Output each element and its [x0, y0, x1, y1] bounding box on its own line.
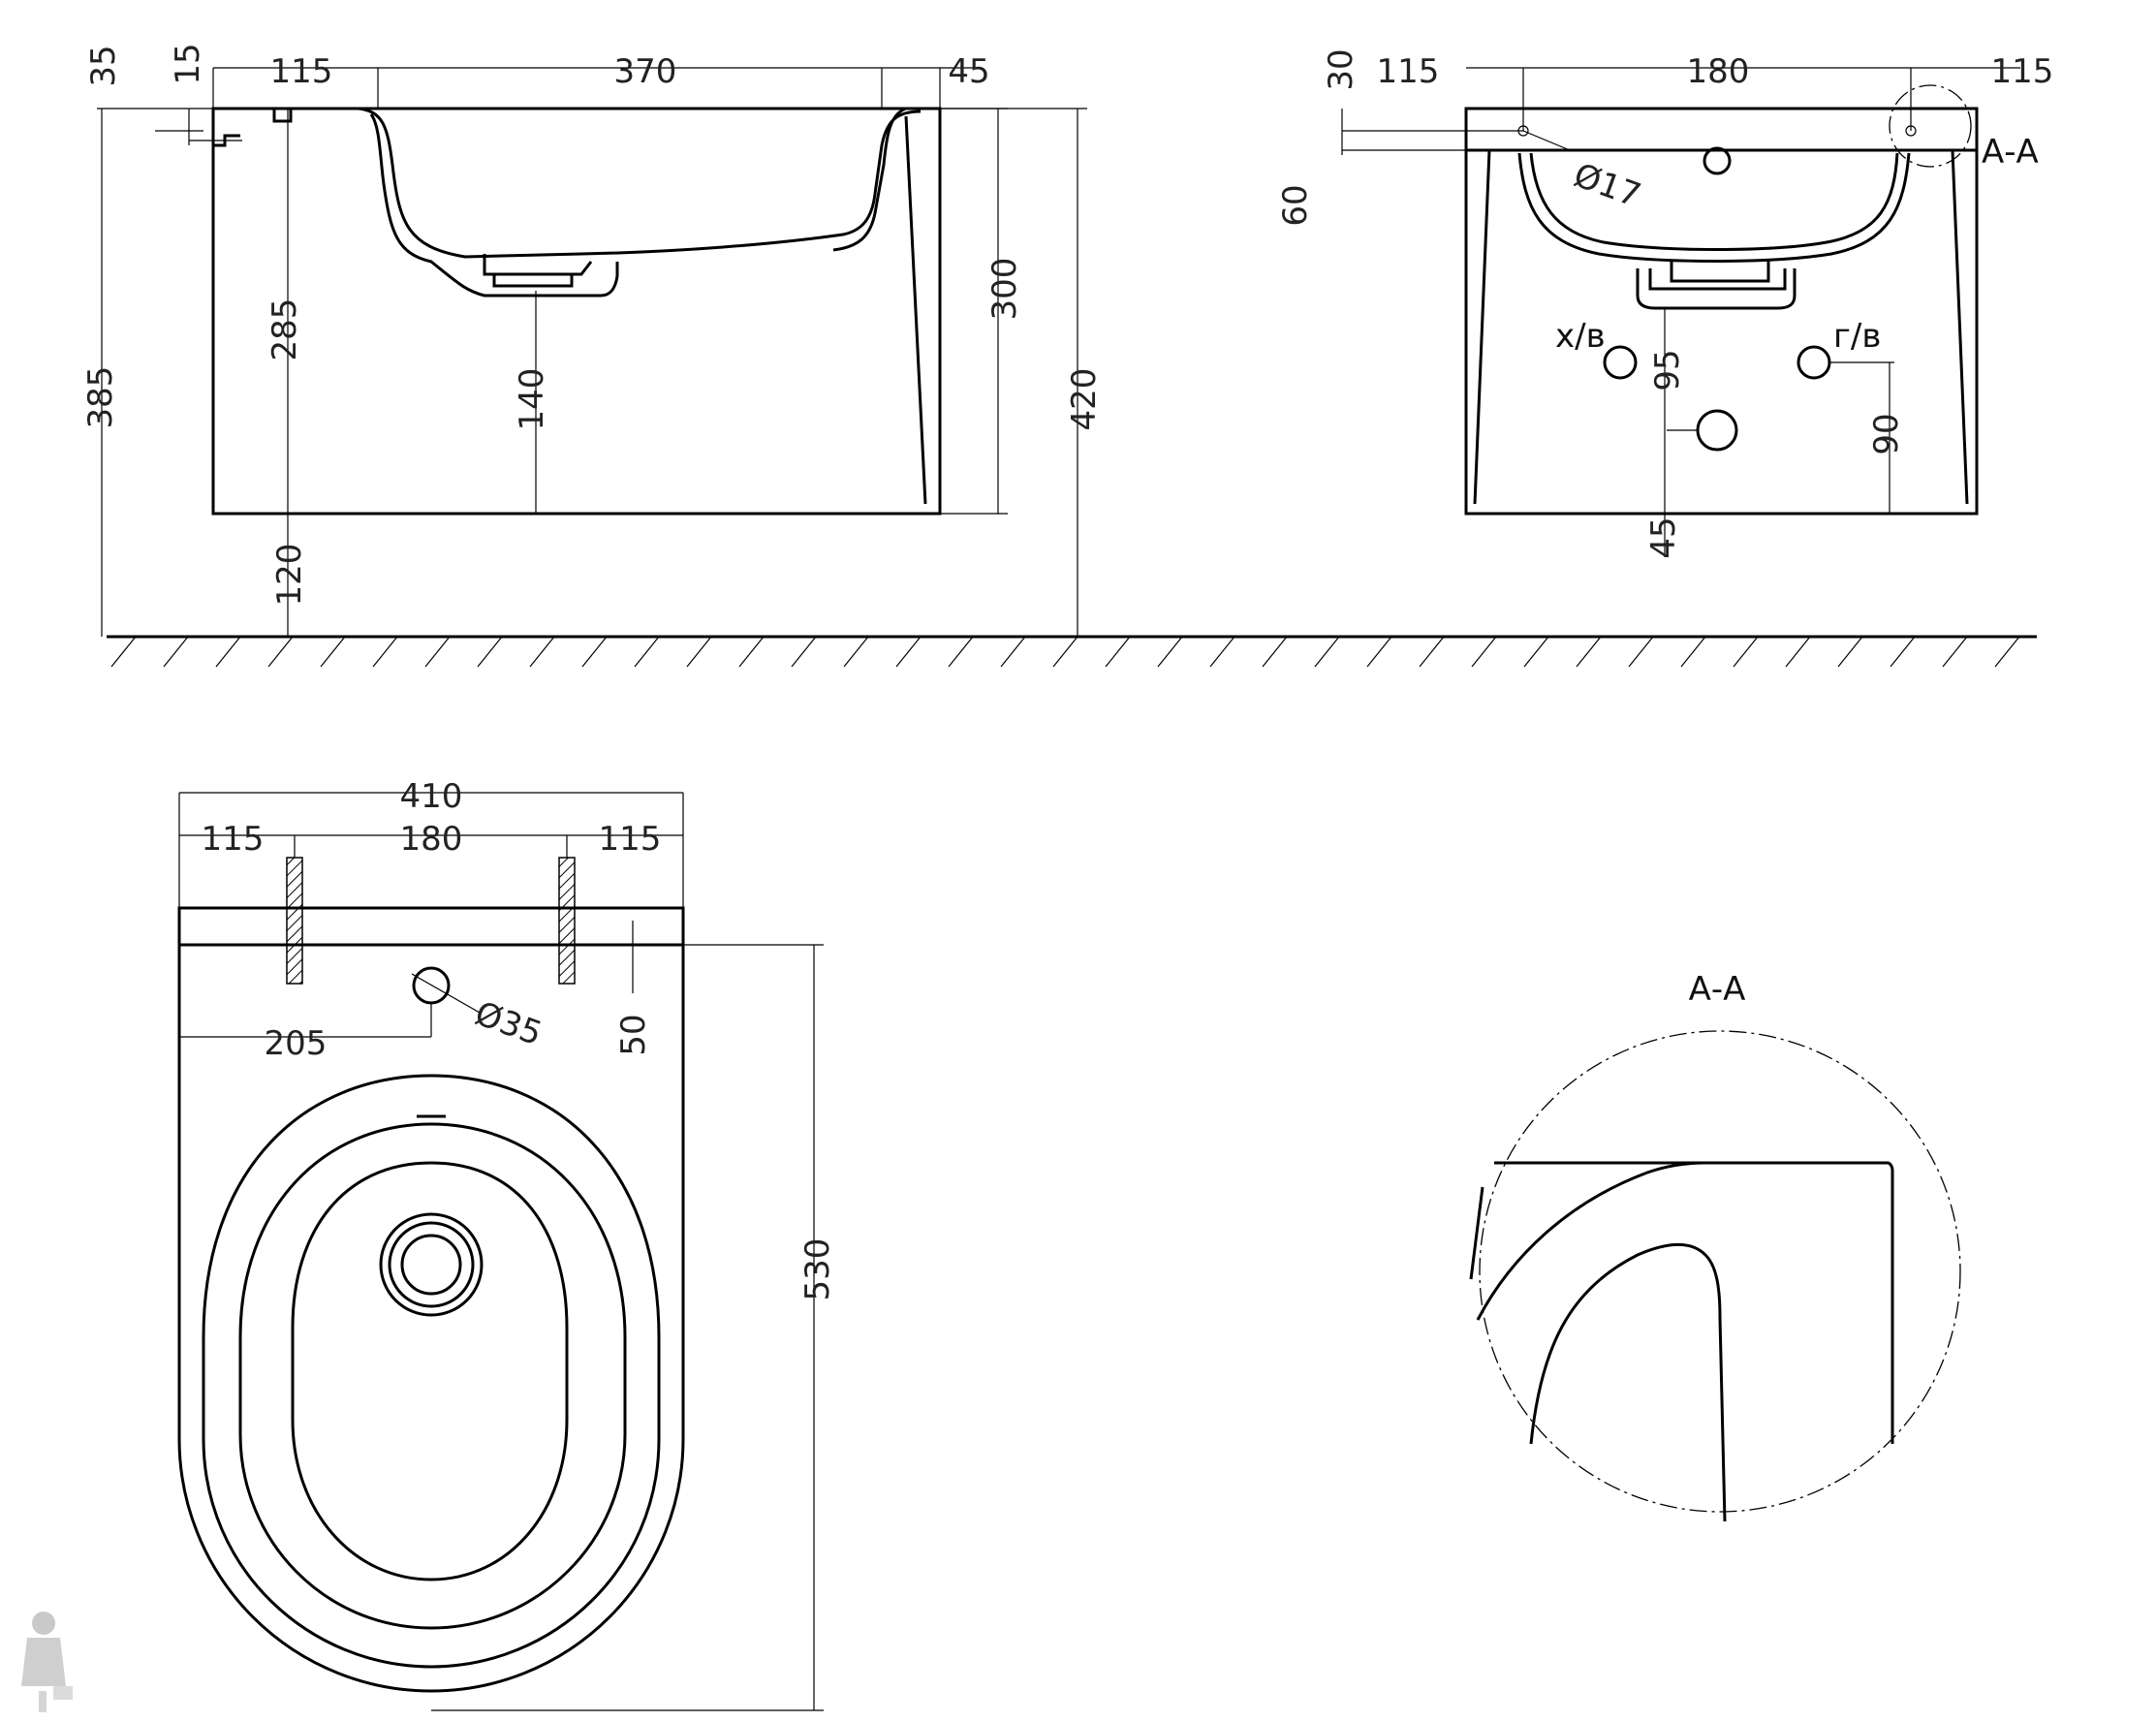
hot-water-label: г/в: [1833, 317, 1881, 356]
dim-300: 300: [985, 258, 1024, 321]
dim-45: 45: [1644, 517, 1683, 558]
mounting-stud-right: [558, 857, 576, 985]
dim-95: 95: [1648, 349, 1687, 391]
dim-205: 205: [265, 1024, 328, 1063]
dim-60: 60: [1276, 184, 1315, 226]
dim-115-left: 115: [1377, 52, 1440, 91]
front-view: 30 115 180 115 60 Ø17 х/в г/в 95 90 45 А…: [1276, 48, 2053, 558]
hot-water-inlet: [1797, 345, 1831, 380]
dim-115-right: 115: [1991, 52, 2054, 91]
dim-420: 420: [1065, 368, 1104, 431]
detail-circle: [1479, 1030, 1961, 1513]
dim-35: 35: [84, 45, 123, 86]
dim-140: 140: [513, 368, 551, 431]
side-view: 35 15 115 370 45 385 285 140 120 300 420: [81, 43, 1104, 637]
detail-title: А-А: [1689, 970, 1746, 1009]
dim-115-left: 115: [202, 820, 265, 859]
side-dimension-lines: [97, 67, 1087, 637]
dim-50: 50: [614, 1014, 653, 1055]
cold-water-label: х/в: [1555, 317, 1606, 356]
bidet-top-body: [177, 857, 685, 1693]
dim-d17: Ø17: [1569, 156, 1645, 216]
top-view: 410 115 180 115 205 Ø35 50 530: [177, 777, 837, 1711]
drain-top: [379, 1212, 484, 1317]
mounting-stud-left: [286, 857, 303, 985]
dim-115: 115: [270, 52, 333, 91]
front-dimension-lines: [1341, 67, 2020, 557]
dim-180: 180: [1687, 52, 1750, 91]
drain-outlet: [1696, 409, 1738, 452]
dim-15: 15: [169, 43, 207, 84]
dim-90: 90: [1867, 413, 1906, 454]
section-detail: А-А: [1469, 970, 1961, 1522]
bidet-side-body: [211, 107, 942, 516]
fixing-hole: [1703, 146, 1732, 175]
bidet-front-body: [1464, 84, 1979, 516]
section-marker-circle: [1889, 84, 1972, 168]
section-label-aa: А-А: [1982, 133, 2039, 172]
dim-285: 285: [266, 298, 304, 361]
dim-180: 180: [400, 820, 463, 859]
brand-logo: [21, 1612, 73, 1712]
dim-30: 30: [1322, 48, 1360, 90]
dim-115-right: 115: [599, 820, 662, 859]
floor-line: [107, 635, 2037, 668]
dim-530: 530: [798, 1238, 837, 1301]
top-dimension-lines: [178, 792, 824, 1711]
dim-385: 385: [81, 366, 120, 429]
cold-water-inlet: [1603, 345, 1638, 380]
dim-d35: Ø35: [470, 994, 547, 1054]
dim-45: 45: [948, 52, 989, 91]
dim-410: 410: [400, 777, 463, 816]
dim-120: 120: [270, 544, 309, 607]
dim-370: 370: [614, 52, 677, 91]
